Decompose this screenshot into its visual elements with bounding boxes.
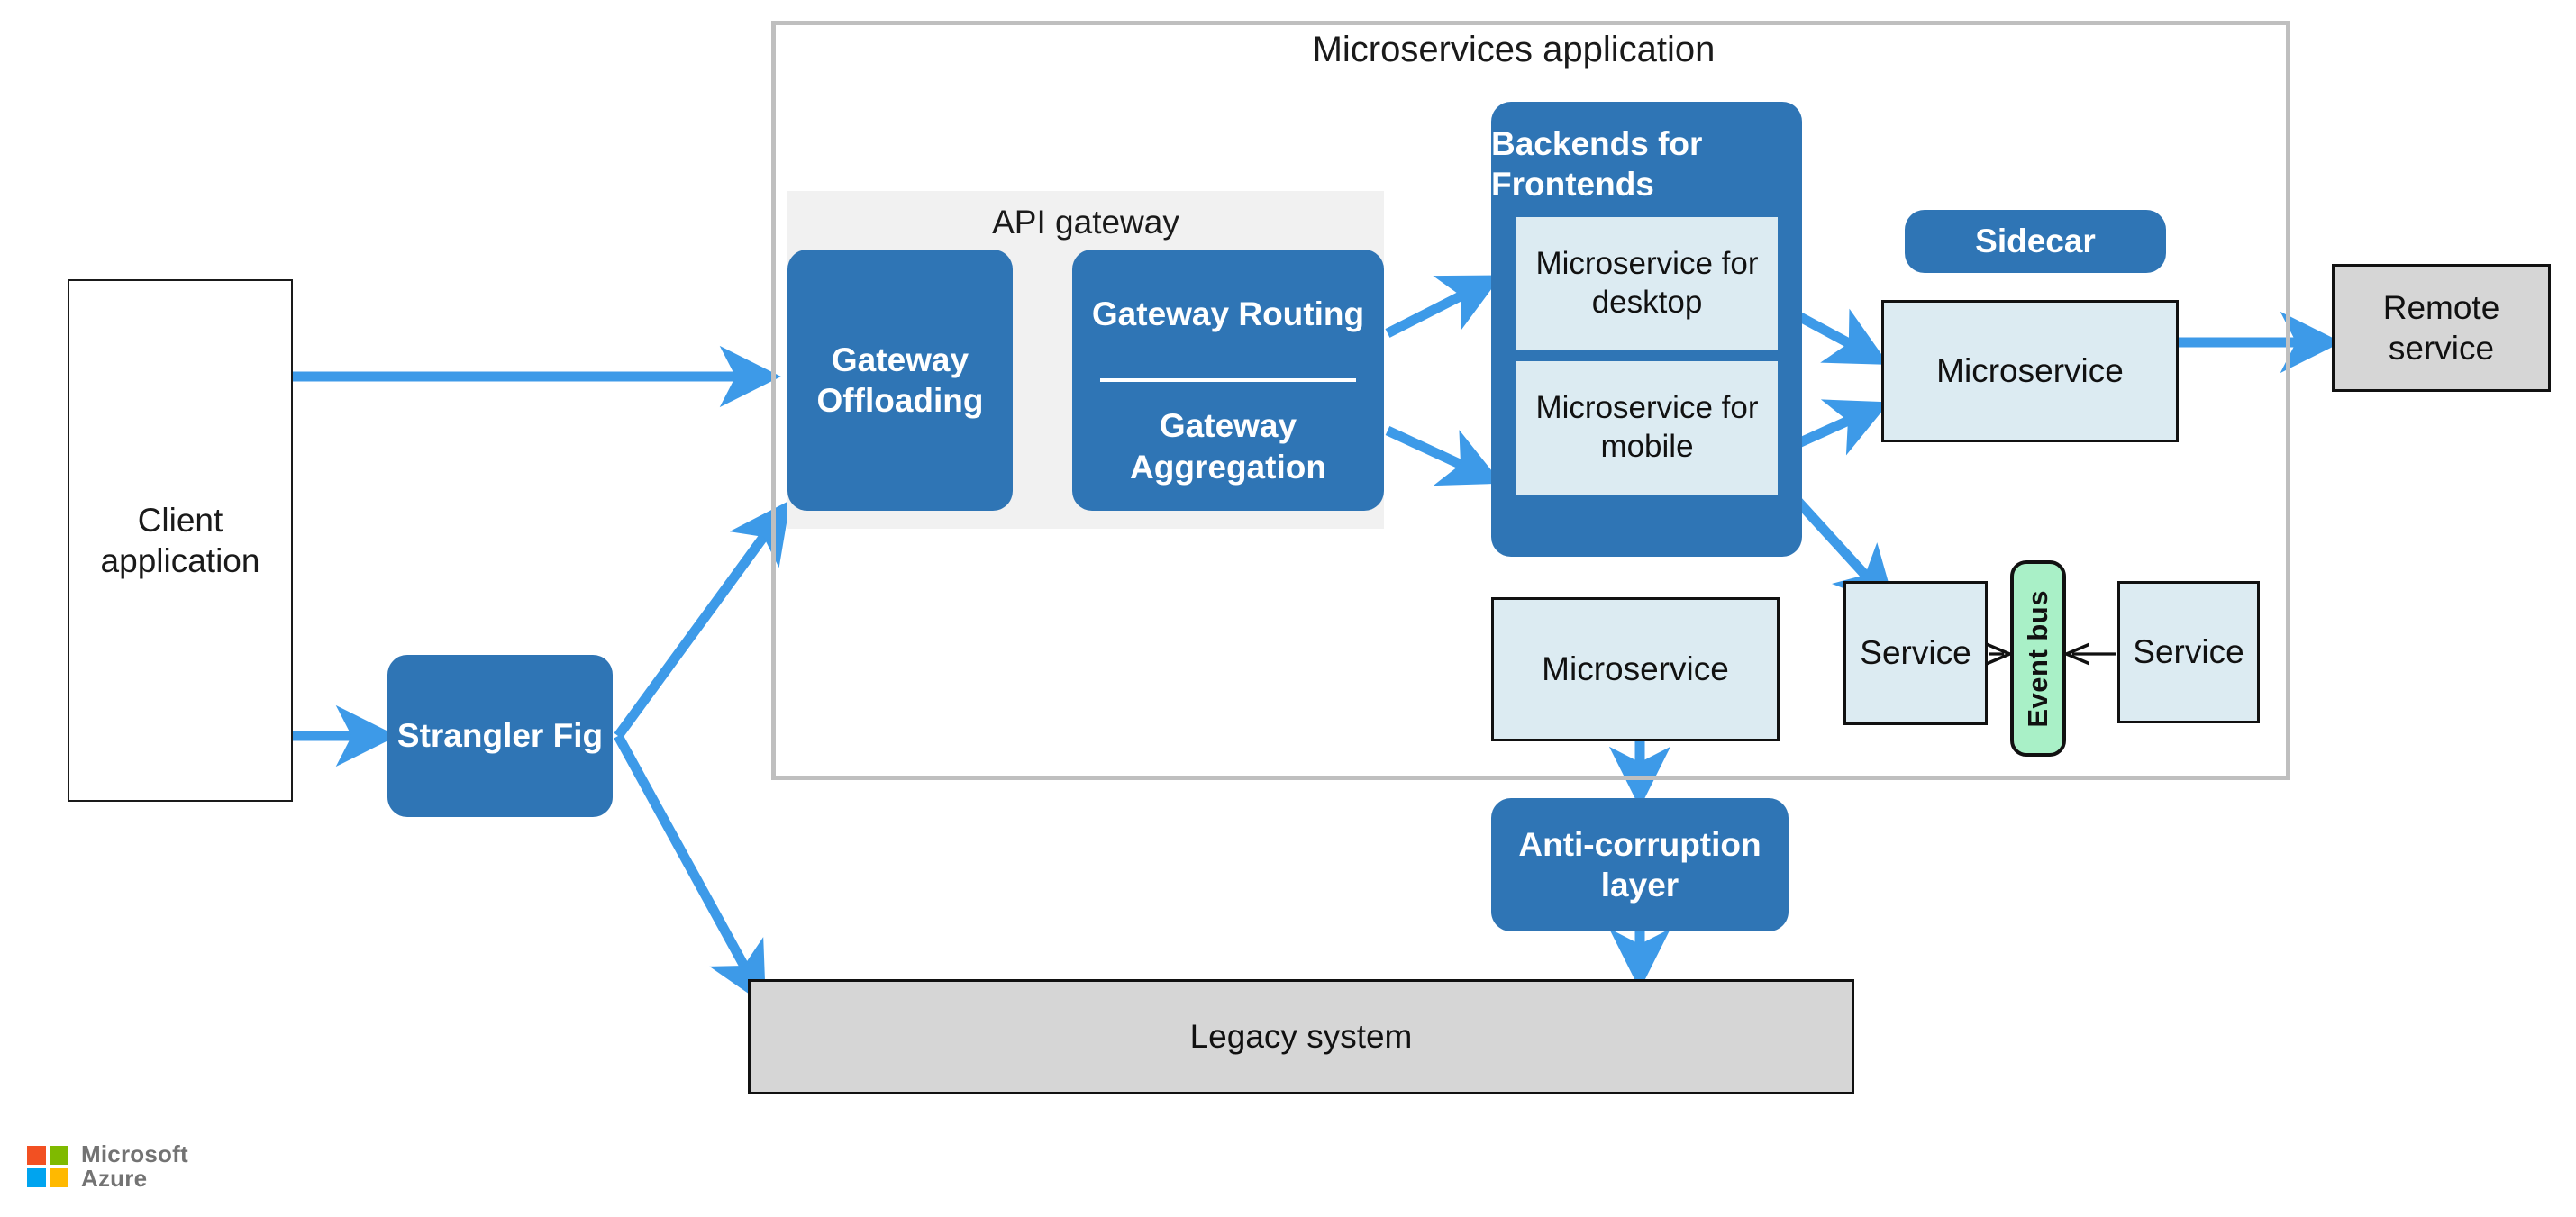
anti-corruption-layer-box[interactable]: Anti-corruption layer	[1491, 798, 1789, 931]
microservices-application-title: Microservices application	[1312, 29, 1716, 69]
client-application-box[interactable]: Client application	[68, 279, 293, 802]
logo-tile-yellow	[50, 1168, 68, 1188]
gateway-routing-label: Gateway Routing	[1091, 295, 1365, 332]
service-right-box[interactable]: Service	[2117, 581, 2260, 723]
microsoft-azure-logo: Microsoft Azure	[27, 1140, 188, 1193]
microsoft-logo-icon	[27, 1146, 68, 1188]
azure-wordmark: Microsoft Azure	[81, 1140, 188, 1193]
sidecar-microservice-box[interactable]: Microservice	[1881, 300, 2179, 442]
standalone-microservice-box[interactable]: Microservice	[1491, 597, 1780, 741]
event-bus-box[interactable]: Event bus	[2010, 560, 2066, 757]
service-left-box[interactable]: Service	[1843, 581, 1988, 725]
strangler-fig-box[interactable]: Strangler Fig	[387, 655, 613, 817]
remote-service-box[interactable]: Remote service	[2332, 264, 2551, 392]
logo-tile-green	[50, 1146, 68, 1166]
logo-tile-blue	[27, 1168, 46, 1188]
gateway-offloading-box[interactable]: Gateway Offloading	[787, 250, 1013, 511]
logo-tile-red	[27, 1146, 46, 1166]
microservices-application-container	[771, 21, 2290, 780]
wire-strangler-to-legacy	[614, 733, 767, 1006]
gateway-routing-aggregation-box[interactable]: Gateway Routing Gateway Aggregation	[1072, 250, 1384, 511]
microservice-for-desktop-box[interactable]: Microservice for desktop	[1516, 217, 1778, 350]
api-gateway-label: API gateway	[992, 204, 1179, 241]
wire-strangler-to-gateway	[614, 500, 791, 740]
gateway-box-divider	[1100, 378, 1356, 382]
wordmark-azure: Azure	[81, 1165, 148, 1193]
microservice-for-mobile-box[interactable]: Microservice for mobile	[1516, 361, 1778, 495]
backends-for-frontends-label: Backends for Frontends	[1491, 124, 1703, 203]
event-bus-label: Event bus	[2022, 589, 2054, 728]
legacy-system-box[interactable]: Legacy system	[748, 979, 1854, 1094]
gateway-aggregation-label: Gateway Aggregation	[1130, 407, 1326, 486]
sidecar-label-box[interactable]: Sidecar	[1905, 210, 2166, 273]
wordmark-microsoft: Microsoft	[81, 1140, 188, 1167]
